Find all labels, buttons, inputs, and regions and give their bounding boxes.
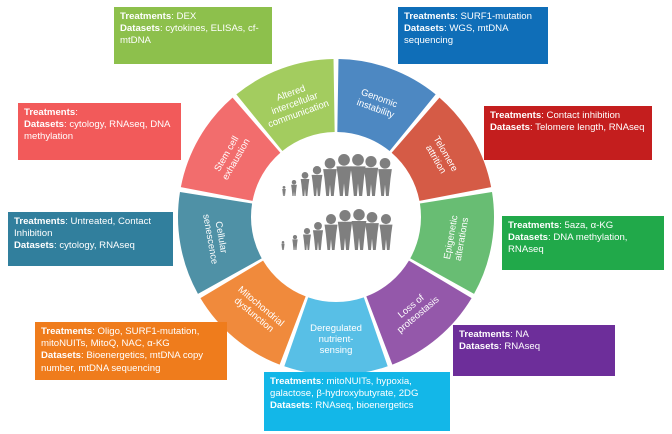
datasets-value: : WGS, mtDNA sequencing <box>404 23 508 47</box>
datasets-value: : Bioenergetics, mtDNA copy number, mtDN… <box>41 350 204 374</box>
segment-telomere <box>391 97 492 201</box>
treatments-value: : SURF1-mutation <box>455 11 532 22</box>
datasets-value: : cytology, RNAseq, DNA methylation <box>24 119 170 143</box>
box-genomic-instability: Treatments: SURF1-mutation Datasets: WGS… <box>398 7 548 64</box>
datasets-label: Datasets <box>14 240 54 252</box>
datasets-label: Datasets <box>41 350 81 362</box>
segment-proteostasis <box>366 260 472 365</box>
segment-mitochondrial <box>200 260 306 365</box>
box-epigenetic-alterations: Treatments: 5aza, α-KG Datasets: DNA met… <box>502 216 664 270</box>
box-loss-of-proteostasis: Treatments: NA Datasets: RNAseq <box>453 325 615 376</box>
datasets-value: : cytology, RNAseq <box>54 240 135 252</box>
treatments-label: Treatments <box>404 11 456 22</box>
datasets-value: : DNA methylation, RNAseq <box>508 232 628 256</box>
segment-altered <box>236 59 335 152</box>
segment-genomic <box>337 59 436 152</box>
datasets-label: Datasets <box>24 119 64 131</box>
treatments-value: : Oligo, SURF1-mutation, mitoNUITs, Mito… <box>41 326 200 350</box>
segment-stemcell <box>180 97 281 201</box>
box-cellular-senescence: Treatments: Untreated, Contact Inhibitio… <box>8 212 173 266</box>
treatments-label: Treatments <box>41 326 93 337</box>
treatments-value: : NA <box>510 329 529 340</box>
datasets-value: : RNAseq <box>499 341 541 353</box>
datasets-label: Datasets <box>490 122 530 134</box>
treatments-value: : <box>75 107 78 118</box>
box-stem-cell-exhaustion: Treatments: Datasets: cytology, RNAseq, … <box>18 103 181 160</box>
segment-senescence <box>178 192 262 294</box>
datasets-value: : Telomere length, RNAseq <box>530 122 645 134</box>
treatments-value: : 5aza, α-KG <box>559 220 614 231</box>
datasets-value: : RNAseq, bioenergetics <box>310 400 414 412</box>
treatments-value: : Untreated, Contact Inhibition <box>14 216 152 240</box>
segment-epigenetic <box>410 192 494 294</box>
treatments-value: : DEX <box>171 11 197 22</box>
treatments-label: Treatments <box>508 220 560 231</box>
datasets-label: Datasets <box>404 23 444 35</box>
treatments-label: Treatments <box>270 376 322 387</box>
segment-nutrient <box>284 297 388 375</box>
box-altered-intercellular-communication: Treatments: DEX Datasets: cytokines, ELI… <box>114 7 272 64</box>
datasets-label: Datasets <box>508 232 548 244</box>
treatments-value: : Contact inhibition <box>541 110 621 121</box>
box-telomere-attrition: Treatments: Contact inhibition Datasets:… <box>484 106 652 160</box>
box-mitochondrial-dysfunction: Treatments: Oligo, SURF1-mutation, mitoN… <box>35 322 227 380</box>
treatments-label: Treatments <box>120 11 172 22</box>
aging-people-icon <box>281 154 393 250</box>
treatments-label: Treatments <box>490 110 542 121</box>
datasets-label: Datasets <box>459 341 499 353</box>
box-deregulated-nutrient-sensing: Treatments: mitoNUITs, hypoxia, galactos… <box>264 372 450 431</box>
datasets-value: : cytokines, ELISAs, cf-mtDNA <box>120 23 259 47</box>
datasets-label: Datasets <box>270 400 310 412</box>
treatments-label: Treatments <box>459 329 511 340</box>
treatments-label: Treatments <box>24 107 76 118</box>
datasets-label: Datasets <box>120 23 160 35</box>
treatments-value: : mitoNUITs, hypoxia, galactose, β-hydro… <box>270 376 419 400</box>
treatments-label: Treatments <box>14 216 66 227</box>
